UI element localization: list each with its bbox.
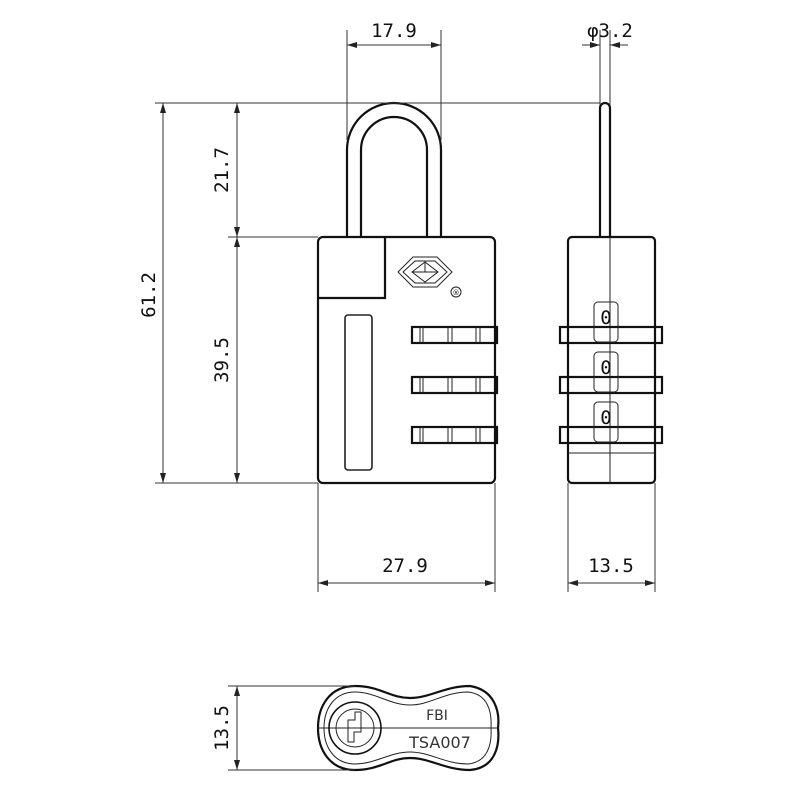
dimension-labels: 17.9 φ3.2 21.7 61.2 39.5 27.9 13.5 13.5 xyxy=(138,20,634,751)
front-view: ® xyxy=(316,101,499,485)
shackle-pocket xyxy=(318,237,387,300)
dial-digit-1: 0 xyxy=(600,307,611,329)
key-cylinder-icon xyxy=(328,701,382,755)
dial-digit-2: 0 xyxy=(600,357,611,379)
dial-digit-3: 0 xyxy=(600,407,611,429)
dim-shackle-width: 17.9 xyxy=(371,20,417,42)
dim-body-width: 27.9 xyxy=(382,555,428,577)
dim-body-depth: 13.5 xyxy=(588,555,634,577)
lock-body xyxy=(316,235,497,485)
dim-body-height: 39.5 xyxy=(211,337,233,383)
dim-total-height: 61.2 xyxy=(138,272,160,318)
registered-mark-icon xyxy=(450,286,462,298)
bottom-view: FBI TSA007 xyxy=(316,684,500,772)
dimension-lines xyxy=(155,30,656,771)
side-body xyxy=(566,235,657,485)
bottom-outline xyxy=(316,684,500,772)
dim-shackle-diameter: φ3.2 xyxy=(587,20,633,42)
side-view: 0 0 0 xyxy=(558,101,664,485)
marking-fbi: FBI xyxy=(426,708,448,724)
dial-wheels xyxy=(410,325,499,445)
dim-bottom-depth: 13.5 xyxy=(211,705,233,751)
dim-shackle-height: 21.7 xyxy=(211,147,233,193)
tsa-logo-icon xyxy=(397,256,453,288)
registered-mark: ® xyxy=(453,289,460,297)
window-slot xyxy=(344,314,373,471)
marking-tsa007: TSA007 xyxy=(408,733,471,752)
side-shackle xyxy=(598,101,612,237)
